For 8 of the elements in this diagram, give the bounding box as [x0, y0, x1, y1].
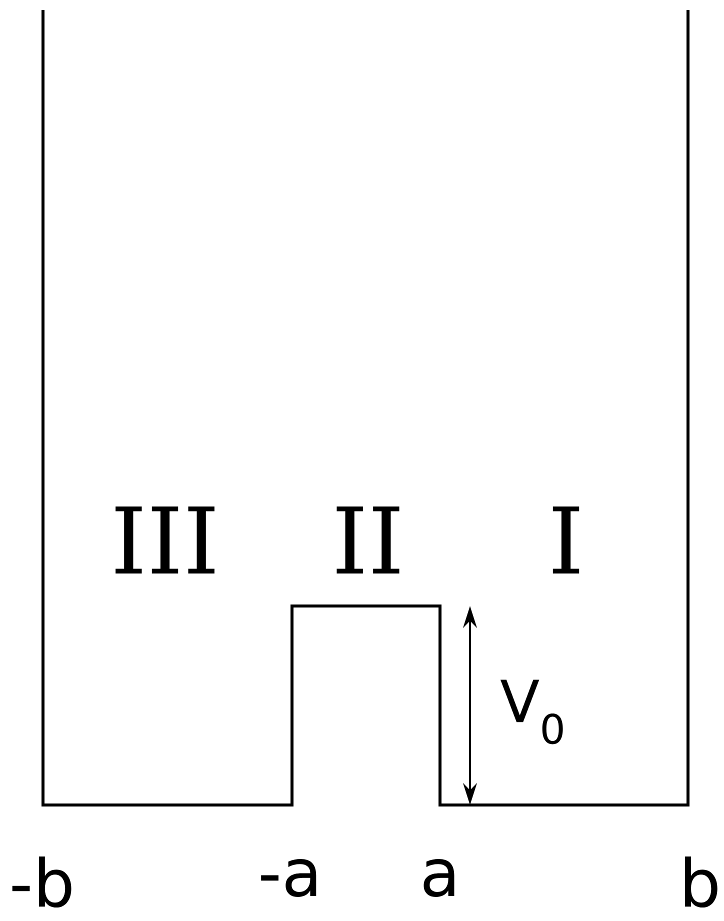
axis-label: b	[685, 856, 718, 908]
axis-label: a	[424, 859, 454, 897]
region-label: II	[336, 506, 400, 574]
region-label: III	[116, 506, 214, 574]
dimension-label: V$_{0}$	[500, 680, 563, 744]
region-label: I	[552, 506, 580, 574]
axis-label: -b	[12, 856, 72, 908]
axis-label: -a	[261, 859, 316, 897]
